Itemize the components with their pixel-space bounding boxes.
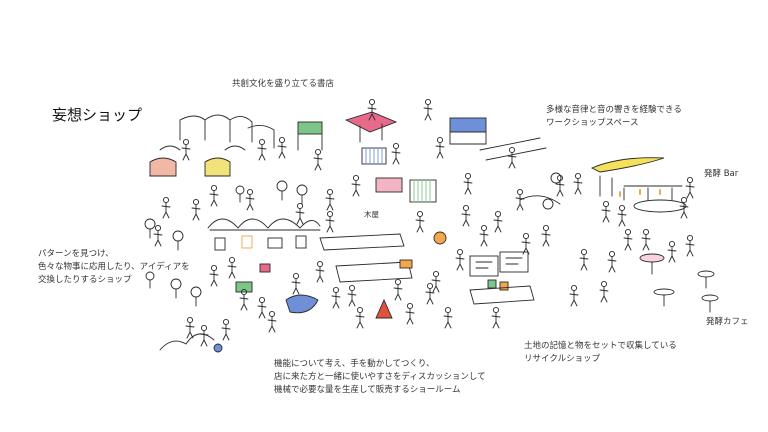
hills [159,333,223,353]
work-tables [235,231,447,319]
person-figure [601,200,611,223]
person-figure [507,146,517,169]
person-figure [455,248,465,271]
person-figure [685,234,695,257]
person-figure [493,210,503,233]
person-figure [443,306,453,329]
person-figure [541,224,551,247]
label-hakko-bar: 発酵 Bar [704,169,739,179]
person-figure [415,210,425,233]
label-line: リサイクルショップ [524,354,601,364]
person-figure [325,188,335,211]
people-figures [153,98,695,347]
person-figure [185,316,195,339]
person-figure [239,288,249,311]
bookstore-stalls [297,111,487,151]
person-figure [405,302,415,325]
bookshelves [361,147,437,203]
person-figure [245,188,255,211]
person-figure [393,278,403,301]
person-figure [431,270,441,293]
pavilion-arches [207,218,321,251]
person-figure [423,98,433,121]
label-kiya: 木屋 [364,210,379,219]
person-figure [227,256,237,279]
person-figure [191,198,201,221]
person-figure [367,98,377,121]
trees [144,180,308,307]
label-recycle-shop: 土地の記憶と物をセットで収集している リサイクルショップ [524,340,677,366]
person-figure [579,248,589,271]
person-figure [325,210,335,233]
person-figure [161,196,171,219]
person-figure [515,188,525,211]
recycle-shop-boards [469,251,535,305]
label-line: 店に来た方と一緒に使いやすさをディスカッションして [274,372,486,382]
label-sound-workshop: 多様な音律と音の響きを経験できる ワークショップスペース [546,104,682,130]
person-figure [641,228,651,251]
label-hakko-cafe: 発酵カフェ [706,317,749,327]
label-line: 交換したりするショップ [38,275,132,285]
person-figure [463,172,473,195]
person-figure [199,324,209,347]
label-line: ワークショップスペース [546,118,639,128]
label-showroom: 機能について考え、手を動かしてつくり、 店に来た方と一緒に使いやすさをディスカッ… [274,358,486,397]
person-figure [491,306,501,329]
person-figure [313,148,323,171]
label-line: 色々な物事に応用したり、アイディアを [38,262,190,272]
person-figure [315,260,325,283]
person-figure [685,176,695,199]
person-figure [267,310,277,333]
person-figure [391,142,401,165]
person-figure [347,284,357,307]
person-figure [521,232,531,255]
person-figure [461,204,471,227]
person-figure [355,306,365,329]
person-figure [479,224,489,247]
label-bookstore: 共創文化を盛り立てる書店 [232,79,335,89]
person-figure [209,184,219,207]
person-figure [153,224,163,247]
label-pattern-shop: パターンを見つけ、 色々な物事に応用したり、アイディアを 交換したりするショップ [38,248,190,287]
person-figure [209,264,219,287]
person-figure [607,250,617,273]
person-figure [599,280,609,303]
person-figure [221,318,231,341]
person-figure [257,296,267,319]
page-title: 妄想ショップ [52,106,143,124]
person-figure [569,284,579,307]
person-figure [291,272,301,295]
label-line: 多様な音律と音の響きを経験できる [546,105,682,115]
person-figure [425,282,435,305]
hakko-cafe [639,253,719,313]
person-figure [623,228,633,251]
person-figure [257,138,267,161]
person-figure [679,196,689,219]
person-figure [435,136,445,159]
person-figure [295,202,305,225]
person-figure [555,174,565,197]
person-figure [181,138,191,161]
person-figure [573,172,583,195]
label-line: 機械で必要な量を生産して販売するショールーム [274,385,461,395]
label-line: 土地の記憶と物をセットで収集している [524,341,677,351]
person-figure [617,204,627,227]
person-figure [331,286,341,309]
hakko-bar [590,157,687,213]
person-figure [277,136,287,159]
tent-group [149,114,275,177]
person-figure [351,174,361,197]
person-figure [667,240,677,263]
label-line: 機能について考え、手を動かしてつくり、 [274,359,435,369]
label-line: パターンを見つけ、 [38,249,114,259]
